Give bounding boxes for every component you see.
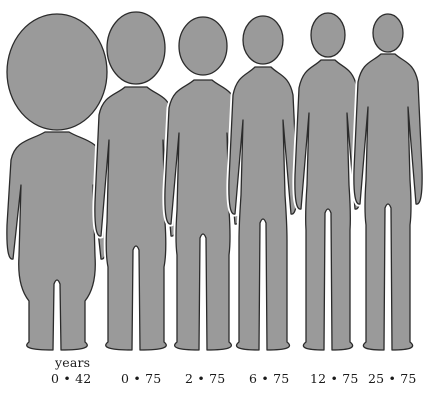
- years-label: years: [55, 355, 90, 370]
- silhouette-head-1: [7, 14, 107, 130]
- age-label-6: 25 • 75: [368, 371, 417, 386]
- age-label-4: 6 • 75: [249, 371, 289, 386]
- silhouette-body-1: [7, 132, 107, 350]
- silhouette-head-2: [107, 12, 165, 84]
- silhouette-head-4: [243, 16, 283, 64]
- age-label-2: 0 • 75: [121, 371, 161, 386]
- silhouette-6: [354, 14, 422, 350]
- silhouette-head-5: [311, 13, 345, 57]
- silhouette-4: [229, 16, 297, 350]
- silhouette-head-6: [373, 14, 403, 52]
- silhouette-1: [7, 14, 107, 350]
- silhouette-5: [295, 13, 361, 350]
- age-label-3: 2 • 75: [185, 371, 225, 386]
- age-label-5: 12 • 75: [310, 371, 359, 386]
- silhouette-head-3: [179, 17, 227, 75]
- age-label-1: 0 • 42: [51, 371, 91, 386]
